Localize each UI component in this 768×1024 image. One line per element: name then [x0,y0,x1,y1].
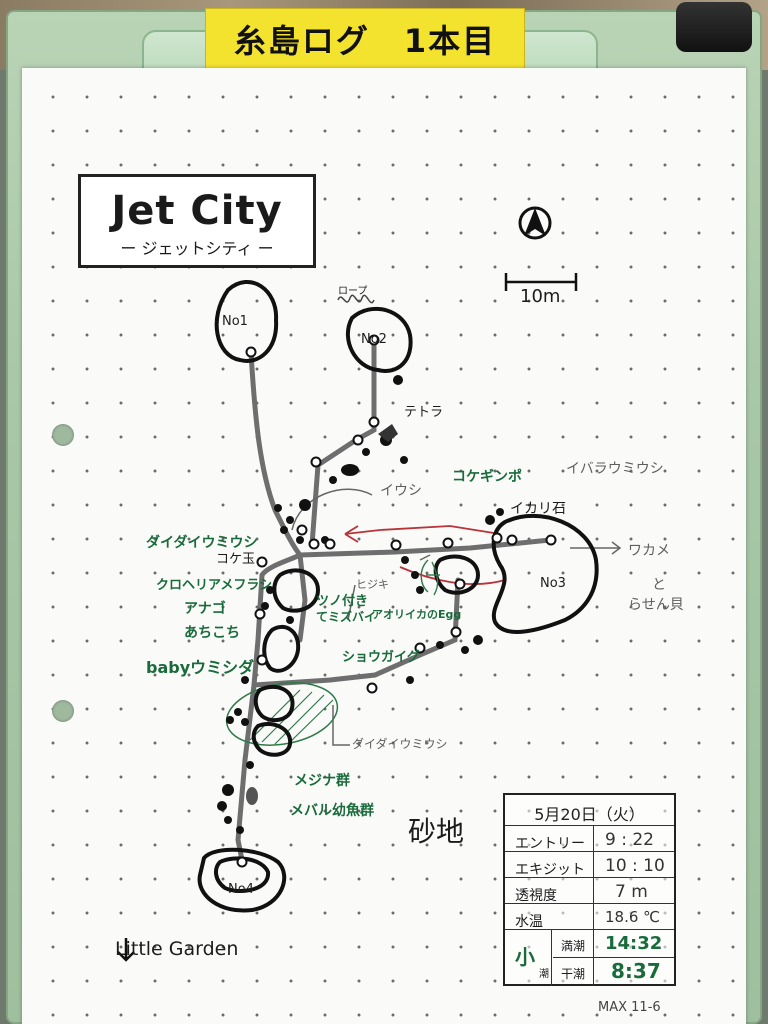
clip-knob [676,2,752,52]
seaweed-icon [420,559,440,596]
dive-log-table: 5月20日（火） エントリー 9 : 22 エキジット 10 : 10 透視度 … [503,793,676,986]
tetrapod-icon [378,424,398,442]
point-no3: No3 [540,576,566,591]
shouga-note: ショウガイグ [342,650,420,665]
site-subtitle: ー ジェットシティ ー [120,239,274,258]
high-tide-value: 14:32 [605,933,663,954]
red-route [344,525,506,585]
title-box: Jet City ー ジェットシティ ー [78,174,316,268]
tide-type: 小 [515,945,535,969]
daidai-bottom-label: ダイダイウミウシ [352,737,448,751]
log-exit-value: 10 : 10 [605,856,665,876]
log-water-temp-value: 18.6 ℃ [605,908,661,926]
temebe-note: てミズバイ [316,610,377,624]
pen-notes-lines [291,488,622,746]
hiji-label: ヒジキ [356,578,389,591]
high-tide-label: 満潮 [561,939,586,953]
achikoti-note: あちこち [184,625,240,641]
point-no1: No1 [222,314,248,329]
low-tide-value: 8:37 [611,959,661,983]
small-rocks [217,375,504,834]
point-no4: No4 [228,882,254,897]
baby-note: babyウミシダ [146,658,255,677]
ibara-label: イバラウミウシ [566,461,664,477]
dive-route [235,342,553,863]
log-water-temp-label: 水温 [515,914,543,930]
log-entry-label: エントリー [515,836,585,852]
rope-squiggle [337,294,375,304]
iusi-label: イウシ [380,483,422,499]
log-entry-value: 9 : 22 [605,830,654,850]
rope-label: ロープ [338,286,368,297]
to-label: と [652,577,666,593]
mejina-note: メジナ群 [294,773,350,789]
sand-label: 砂地 [408,815,465,848]
buoy-markers [236,334,557,868]
log-date: 5月20日（火） [534,805,645,824]
tide-char: 潮 [539,969,549,980]
site-title: Jet City [111,188,283,234]
little-garden-label: Little Garden [115,938,239,960]
aoriika-note: アオリイカのEgg [372,608,462,621]
log-visibility-value: 7 m [615,882,648,902]
kurobe-note: クロヘリアメフラシ [156,578,273,593]
down-arrow-icon [117,938,135,962]
kokegin-note: コケギンポ [452,469,522,485]
scale-label: 10m [520,286,561,307]
dive-map-paper [22,68,746,1024]
anchor-rock-label: イカリ石 [510,501,566,517]
wakame-label: ワカメ [628,543,670,559]
scale-bar [504,273,578,291]
anago-note: アナゴ [184,601,226,617]
clipboard-label: 糸島ログ 1本目 [205,8,525,70]
low-tide-label: 干潮 [561,967,586,981]
tsuno-note: ツノ付き [316,594,369,609]
north-arrow-icon [518,206,552,240]
koke-dama-label: コケ玉 [216,552,256,567]
punch-hole-bottom [52,700,74,722]
point-no2: No2 [361,332,387,347]
daidai-note: ダイダイウミウシ [146,535,258,551]
log-exit-label: エキジット [515,862,585,878]
footer-code: MAX 11-6 [598,1000,661,1015]
tetora-label: テトラ [404,405,444,420]
mebaru-note: メバル幼魚群 [290,803,374,819]
log-visibility-label: 透視度 [515,888,557,904]
rasen-label: らせん貝 [628,597,684,613]
punch-hole-top [52,424,74,446]
